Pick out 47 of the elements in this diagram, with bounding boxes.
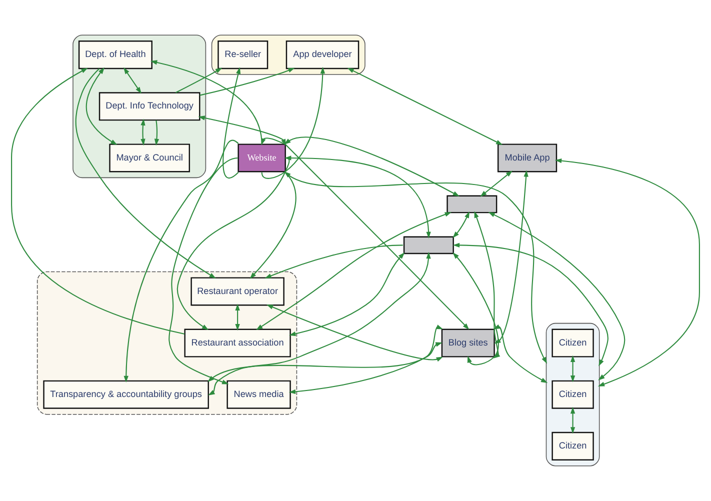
node-box: Transparency & accountability groups — [43, 380, 209, 409]
arrow — [124, 67, 142, 94]
arrow — [222, 67, 241, 178]
arrow — [488, 212, 626, 380]
node-box: Citizen — [552, 380, 594, 409]
node-box: Re-seller — [218, 40, 268, 70]
arrow — [288, 252, 405, 336]
node-box — [446, 195, 498, 214]
node-box: Website — [238, 144, 286, 172]
arrow — [208, 324, 444, 382]
arrow — [452, 211, 470, 238]
arrow — [175, 68, 222, 94]
arrow — [288, 342, 442, 394]
arrow — [235, 304, 240, 331]
arrow — [256, 212, 452, 330]
arrow — [480, 170, 513, 197]
node-box: Citizen — [552, 328, 594, 358]
arrow — [570, 355, 576, 382]
arrow — [150, 60, 262, 144]
node-box: Blog sites — [441, 328, 495, 358]
arrow — [168, 157, 238, 384]
arrow — [266, 304, 444, 362]
node-box: Citizen — [552, 432, 594, 460]
arrow — [452, 242, 608, 366]
node-box: Mayor & Council — [109, 144, 190, 172]
arrow — [154, 120, 160, 146]
arrow — [452, 252, 499, 366]
node-box: App developer — [286, 40, 360, 70]
arrow — [140, 118, 146, 146]
arrow — [208, 252, 431, 396]
arrow — [347, 68, 503, 146]
arrow — [570, 406, 576, 434]
arrow — [75, 68, 216, 279]
node-box: Dept. of Health — [78, 40, 152, 70]
node-box: Mobile App — [497, 144, 558, 172]
arrow — [264, 244, 403, 278]
node-box: Dept. Info Technology — [98, 92, 200, 121]
arrow — [124, 140, 239, 383]
node-box: Restaurant operator — [190, 277, 284, 306]
cluster — [546, 322, 600, 466]
arrow — [86, 67, 118, 146]
arrow — [554, 158, 700, 386]
arrow — [200, 68, 295, 96]
node-box — [403, 236, 454, 254]
node-box: Restaurant association — [184, 328, 291, 358]
node-box: News media — [226, 380, 291, 409]
arrow — [11, 68, 185, 334]
